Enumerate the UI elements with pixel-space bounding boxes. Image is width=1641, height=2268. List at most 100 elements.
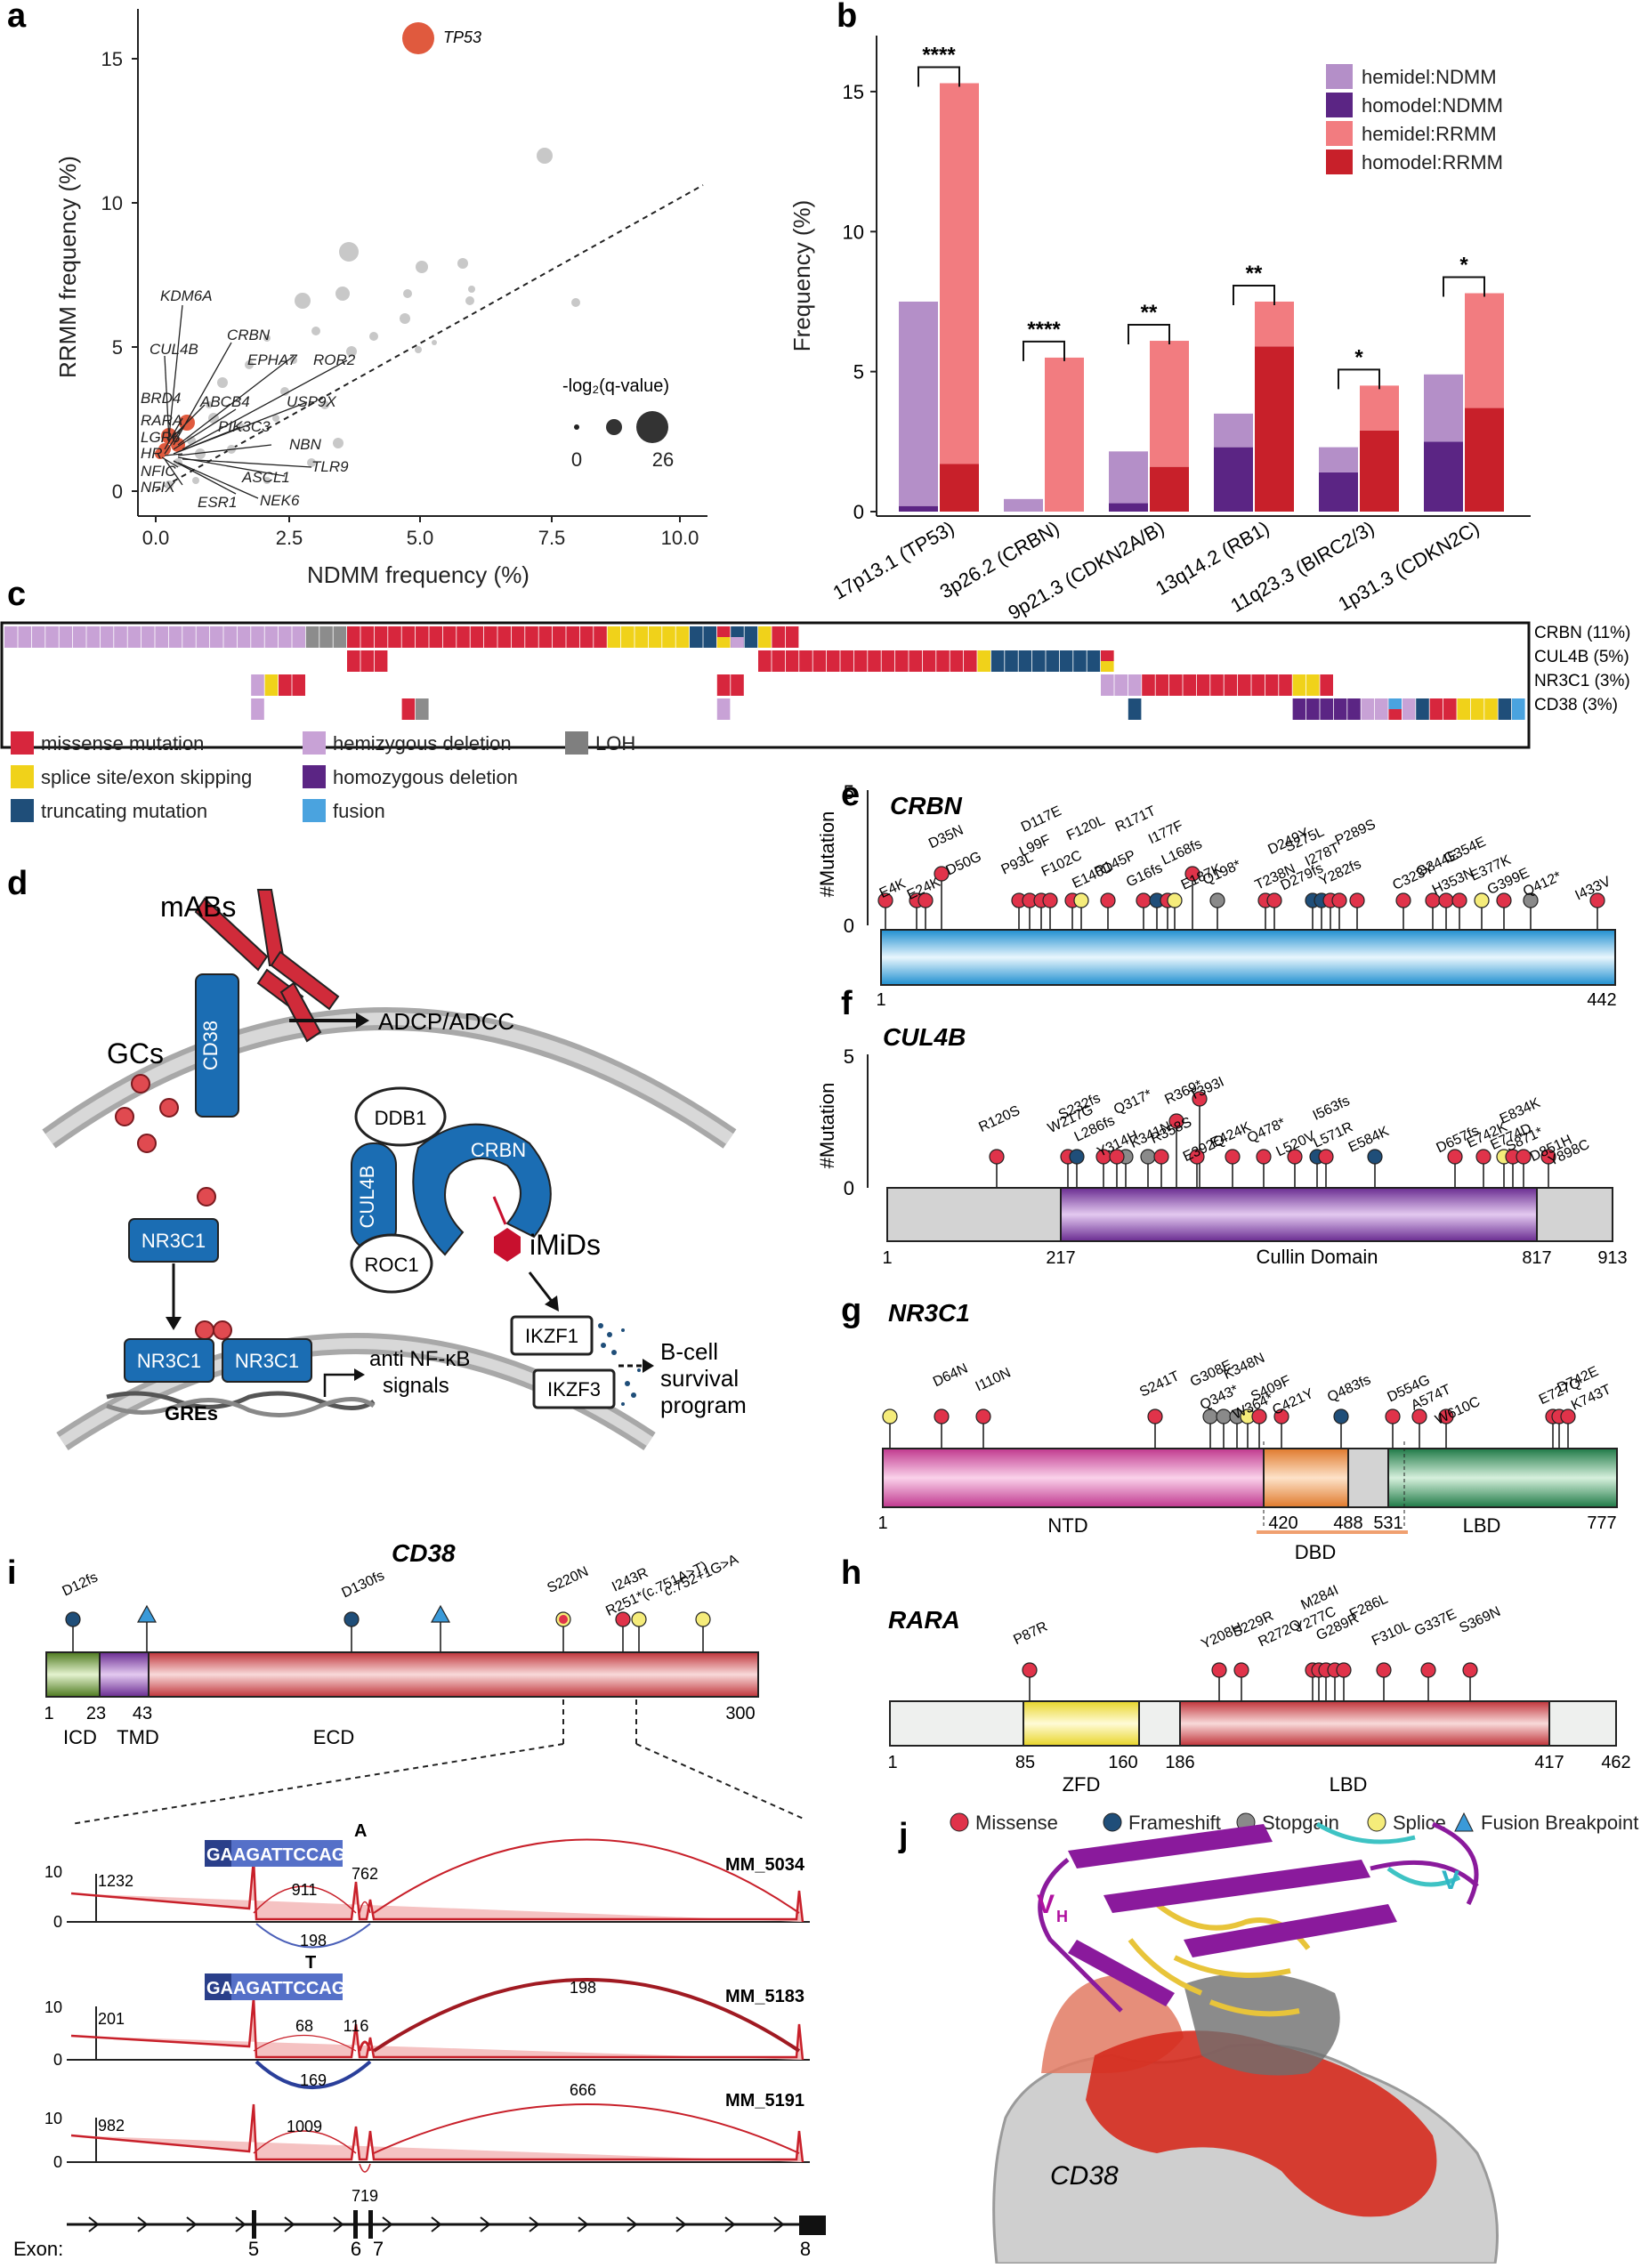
onco-cell [18, 626, 31, 648]
legend-frameshift-dot: Frameshift [1128, 1812, 1221, 1834]
onco-cell [675, 626, 690, 648]
onco-cell [497, 626, 511, 648]
mutation-label: D50G [944, 849, 984, 878]
label-hr: HR [141, 445, 163, 462]
onco-cell [1402, 698, 1416, 720]
legend-swatch-homo-rrmm [1326, 149, 1353, 174]
onco-cell [990, 650, 1005, 672]
nr3c1-dimer-right-label: NR3C1 [235, 1350, 299, 1372]
onco-cell [4, 626, 18, 648]
g-tick-531: 531 [1373, 1513, 1403, 1533]
onco-cell [141, 626, 155, 648]
mutation-label: D35N [926, 823, 966, 852]
label-epha7: EPHA7 [247, 351, 297, 368]
bar-rrmm-1-5 [1465, 293, 1504, 408]
panel-label-h: h [841, 1554, 861, 1592]
x-axis-label: NDMM frequency (%) [307, 561, 529, 588]
onco-cell [772, 650, 785, 672]
b-bars [899, 83, 1504, 512]
signals-label: signals [383, 1374, 449, 1398]
g-tick-1: 1 [877, 1513, 887, 1533]
onco-cell [251, 674, 264, 696]
onco-cell [635, 626, 648, 648]
ikzf3-node [532, 1368, 616, 1409]
cd38-ecd [148, 1651, 759, 1698]
onco-cell [388, 626, 401, 648]
onco-cell [977, 650, 990, 672]
bar-rrmm-0-4 [1360, 430, 1399, 512]
onco-cell [1169, 674, 1183, 696]
lollipop-head [1184, 866, 1200, 882]
lollipop-head [1367, 1149, 1383, 1165]
lollipop-head [1136, 892, 1152, 908]
label-rara: RARA [141, 412, 182, 429]
x-tick-0: 0.0 [142, 527, 170, 549]
bar-rrmm-0-0 [940, 464, 979, 512]
onco-cell [347, 650, 360, 672]
mutation-legend: Missense Frameshift Stopgain Splice Fusi… [950, 1812, 1638, 1834]
nr3c1-ntd [882, 1448, 1265, 1508]
panel-e: e CRBN 5 0 #Mutation [816, 776, 1617, 1010]
label-abcb4: ABCB4 [199, 393, 250, 410]
label-ascl1: ASCL1 [241, 469, 290, 486]
bar-rrmm-1-1 [1045, 357, 1084, 512]
fusion-breakpoint-icon [1454, 1812, 1474, 1832]
onco-cell [607, 626, 621, 648]
onco-cell [457, 626, 470, 648]
i-tick-1: 1 [44, 1704, 53, 1723]
onco-cell [182, 626, 196, 648]
scatter-axes [132, 9, 707, 522]
mutation-label: G337E [1412, 1607, 1459, 1639]
lollipop-head [1474, 892, 1490, 908]
panel-c: c CRBN (11%) CUL4B (5%) NR3C1 (3%) CD38 … [0, 576, 1630, 822]
mutation-label: P289S [1333, 817, 1378, 849]
onco-cell [31, 626, 45, 648]
onco-cell [1388, 698, 1402, 709]
onco-cell [812, 650, 827, 672]
s3-count-666: 666 [570, 2081, 596, 2099]
onco-cell [1443, 698, 1457, 720]
x-tick-5: 5.0 [407, 527, 434, 549]
strand-arrow [382, 2216, 393, 2232]
onco-cell [662, 626, 675, 648]
imids-molecule [494, 1228, 521, 1262]
onco-cell [292, 626, 305, 648]
lollipop-head [1100, 892, 1116, 908]
label-nek6: NEK6 [260, 492, 300, 509]
onco-cell [279, 626, 292, 648]
lollipop-head [1256, 1149, 1272, 1165]
anti-nfkb-label: anti NF-κB [369, 1347, 470, 1371]
nr3c1-dimer-left-label: NR3C1 [137, 1350, 201, 1372]
label-cul4b: CUL4B [150, 341, 198, 358]
lollipop-head [1042, 892, 1058, 908]
row-label-cul4b: CUL4B (5%) [1534, 648, 1629, 666]
cd38-label: CD38 [199, 1021, 222, 1070]
y-tick-5: 5 [112, 336, 123, 359]
bar-ndmm-1-5 [1424, 374, 1463, 442]
label-pik3c3: PIK3C3 [218, 418, 271, 435]
s2-count-116: 116 [344, 2017, 369, 2035]
f-y5: 5 [844, 1045, 854, 1068]
lollipop-head [631, 1611, 647, 1627]
size-legend: -log₂(q-value) 0 26 [562, 376, 674, 471]
nr3c1-node [128, 1218, 219, 1263]
onco-cell [114, 626, 127, 648]
i-tick-43: 43 [133, 1704, 152, 1723]
lbd-label: LBD [1463, 1514, 1501, 1537]
strand-arrow [186, 2216, 198, 2232]
onco-cell [1306, 698, 1320, 720]
category-label-0: 17p13.1 (TP53) [829, 517, 958, 604]
sig-stars-2: ** [1141, 301, 1158, 325]
f-y0: 0 [844, 1177, 854, 1199]
lollipop-head [1475, 1149, 1491, 1165]
legend-swatch-hemi-rrmm [1326, 121, 1353, 146]
s2-alt: T [305, 1953, 316, 1973]
y-tick-15: 15 [101, 48, 123, 70]
bar-rrmm-0-5 [1465, 408, 1504, 512]
legend-fusion: fusion [333, 800, 385, 822]
strand-arrow [578, 2216, 589, 2232]
onco-cell [1429, 698, 1443, 720]
label-crbn: CRBN [227, 327, 271, 343]
onco-cell [1375, 698, 1388, 720]
label-tlr9: TLR9 [311, 458, 349, 475]
